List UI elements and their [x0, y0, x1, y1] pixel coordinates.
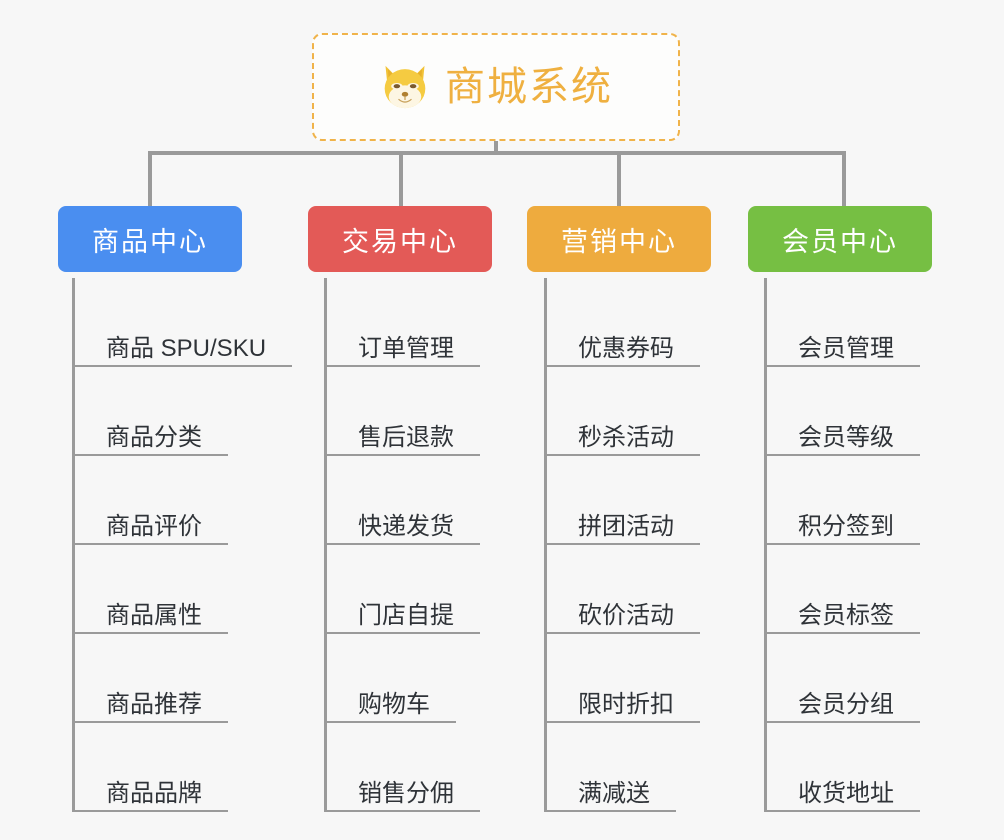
leaf-underline [544, 721, 700, 723]
leaf-item-label: 商品品牌 [106, 780, 202, 807]
leaf-item-label: 门店自提 [358, 602, 454, 629]
leaf-item[interactable]: 售后退款 [324, 367, 480, 456]
leaf-item[interactable]: 商品评价 [72, 456, 292, 545]
leaf-underline [544, 365, 700, 367]
leaf-item[interactable]: 限时折扣 [544, 634, 700, 723]
leaf-item-label: 售后退款 [358, 424, 454, 451]
connector-root-stem [494, 141, 498, 155]
leaf-underline [324, 365, 480, 367]
leaf-item-label: 砍价活动 [578, 602, 674, 629]
leaf-item-label: 订单管理 [358, 335, 454, 362]
leaf-underline [544, 454, 700, 456]
leaf-item[interactable]: 优惠券码 [544, 278, 700, 367]
leaf-item[interactable]: 门店自提 [324, 545, 480, 634]
root-title: 商城系统 [445, 65, 613, 109]
leaf-item-label: 拼团活动 [578, 513, 674, 540]
category-header-label: 交易中心 [342, 226, 458, 257]
connector-drop-2 [399, 151, 403, 207]
leaf-item-label: 购物车 [358, 691, 430, 718]
leaf-item-label: 秒杀活动 [578, 424, 674, 451]
leaf-item[interactable]: 商品 SPU/SKU [72, 278, 292, 367]
leaf-item[interactable]: 积分签到 [764, 456, 920, 545]
leaf-item[interactable]: 砍价活动 [544, 545, 700, 634]
leaf-underline [72, 365, 292, 367]
leaf-underline [764, 721, 920, 723]
leaf-item-label: 商品属性 [106, 602, 202, 629]
leaf-underline [764, 365, 920, 367]
category-header-label: 商品中心 [92, 226, 208, 257]
category-header-1[interactable]: 交易中心 [308, 206, 492, 272]
leaf-column-3: 会员管理 会员等级 积分签到 会员标签 会员分组 收货地址 [764, 278, 920, 812]
leaf-underline [72, 721, 228, 723]
leaf-item[interactable]: 快递发货 [324, 456, 480, 545]
leaf-underline [544, 632, 700, 634]
leaf-item[interactable]: 满减送 [544, 723, 700, 812]
leaf-item-label: 限时折扣 [578, 691, 674, 718]
leaf-item-label: 满减送 [578, 780, 650, 807]
leaf-underline [544, 543, 700, 545]
leaf-item-label: 优惠券码 [578, 335, 674, 362]
leaf-underline [764, 632, 920, 634]
leaf-item[interactable]: 商品品牌 [72, 723, 292, 812]
leaf-item-label: 会员管理 [798, 335, 894, 362]
leaf-item-label: 积分签到 [798, 513, 894, 540]
leaf-trunk [72, 278, 75, 812]
leaf-item[interactable]: 会员标签 [764, 545, 920, 634]
leaf-item[interactable]: 购物车 [324, 634, 480, 723]
leaf-item[interactable]: 会员分组 [764, 634, 920, 723]
connector-drop-4 [842, 151, 846, 207]
connector-bus-bar [148, 151, 846, 155]
leaf-item-label: 商品分类 [106, 424, 202, 451]
leaf-column-0: 商品 SPU/SKU 商品分类 商品评价 商品属性 商品推荐 商品品牌 [72, 278, 292, 812]
leaf-item-label: 快递发货 [358, 513, 454, 540]
connector-drop-3 [617, 151, 621, 207]
leaf-item[interactable]: 拼团活动 [544, 456, 700, 545]
root-node[interactable]: 商城系统 [312, 33, 680, 141]
leaf-trunk [764, 278, 767, 812]
connector-drop-1 [148, 151, 152, 207]
leaf-underline [764, 454, 920, 456]
leaf-item[interactable]: 会员管理 [764, 278, 920, 367]
category-header-label: 会员中心 [782, 226, 898, 257]
leaf-underline [544, 810, 676, 812]
category-header-2[interactable]: 营销中心 [527, 206, 711, 272]
shiba-dog-icon [384, 65, 426, 109]
leaf-column-2: 优惠券码 秒杀活动 拼团活动 砍价活动 限时折扣 满减送 [544, 278, 700, 812]
leaf-underline [764, 810, 920, 812]
leaf-item-label: 商品评价 [106, 513, 202, 540]
leaf-item[interactable]: 商品分类 [72, 367, 292, 456]
category-header-label: 营销中心 [561, 226, 677, 257]
leaf-item-label: 销售分佣 [358, 780, 454, 807]
leaf-item-label: 会员等级 [798, 424, 894, 451]
leaf-underline [72, 454, 228, 456]
category-header-3[interactable]: 会员中心 [748, 206, 932, 272]
leaf-underline [324, 543, 480, 545]
leaf-underline [324, 721, 456, 723]
leaf-item-label: 收货地址 [798, 780, 894, 807]
leaf-item-label: 会员分组 [798, 691, 894, 718]
leaf-item[interactable]: 订单管理 [324, 278, 480, 367]
leaf-underline [324, 454, 480, 456]
leaf-item[interactable]: 销售分佣 [324, 723, 480, 812]
leaf-underline [764, 543, 920, 545]
leaf-item[interactable]: 商品推荐 [72, 634, 292, 723]
leaf-item-label: 商品 SPU/SKU [106, 335, 267, 362]
leaf-underline [324, 632, 480, 634]
leaf-item-label: 会员标签 [798, 602, 894, 629]
category-header-0[interactable]: 商品中心 [58, 206, 242, 272]
leaf-item[interactable]: 会员等级 [764, 367, 920, 456]
leaf-item[interactable]: 商品属性 [72, 545, 292, 634]
leaf-underline [72, 543, 228, 545]
leaf-item[interactable]: 秒杀活动 [544, 367, 700, 456]
leaf-column-1: 订单管理 售后退款 快递发货 门店自提 购物车 销售分佣 [324, 278, 480, 812]
leaf-underline [324, 810, 480, 812]
leaf-item[interactable]: 收货地址 [764, 723, 920, 812]
leaf-trunk [324, 278, 327, 812]
leaf-item-label: 商品推荐 [106, 691, 202, 718]
leaf-underline [72, 810, 228, 812]
leaf-underline [72, 632, 228, 634]
leaf-trunk [544, 278, 547, 812]
